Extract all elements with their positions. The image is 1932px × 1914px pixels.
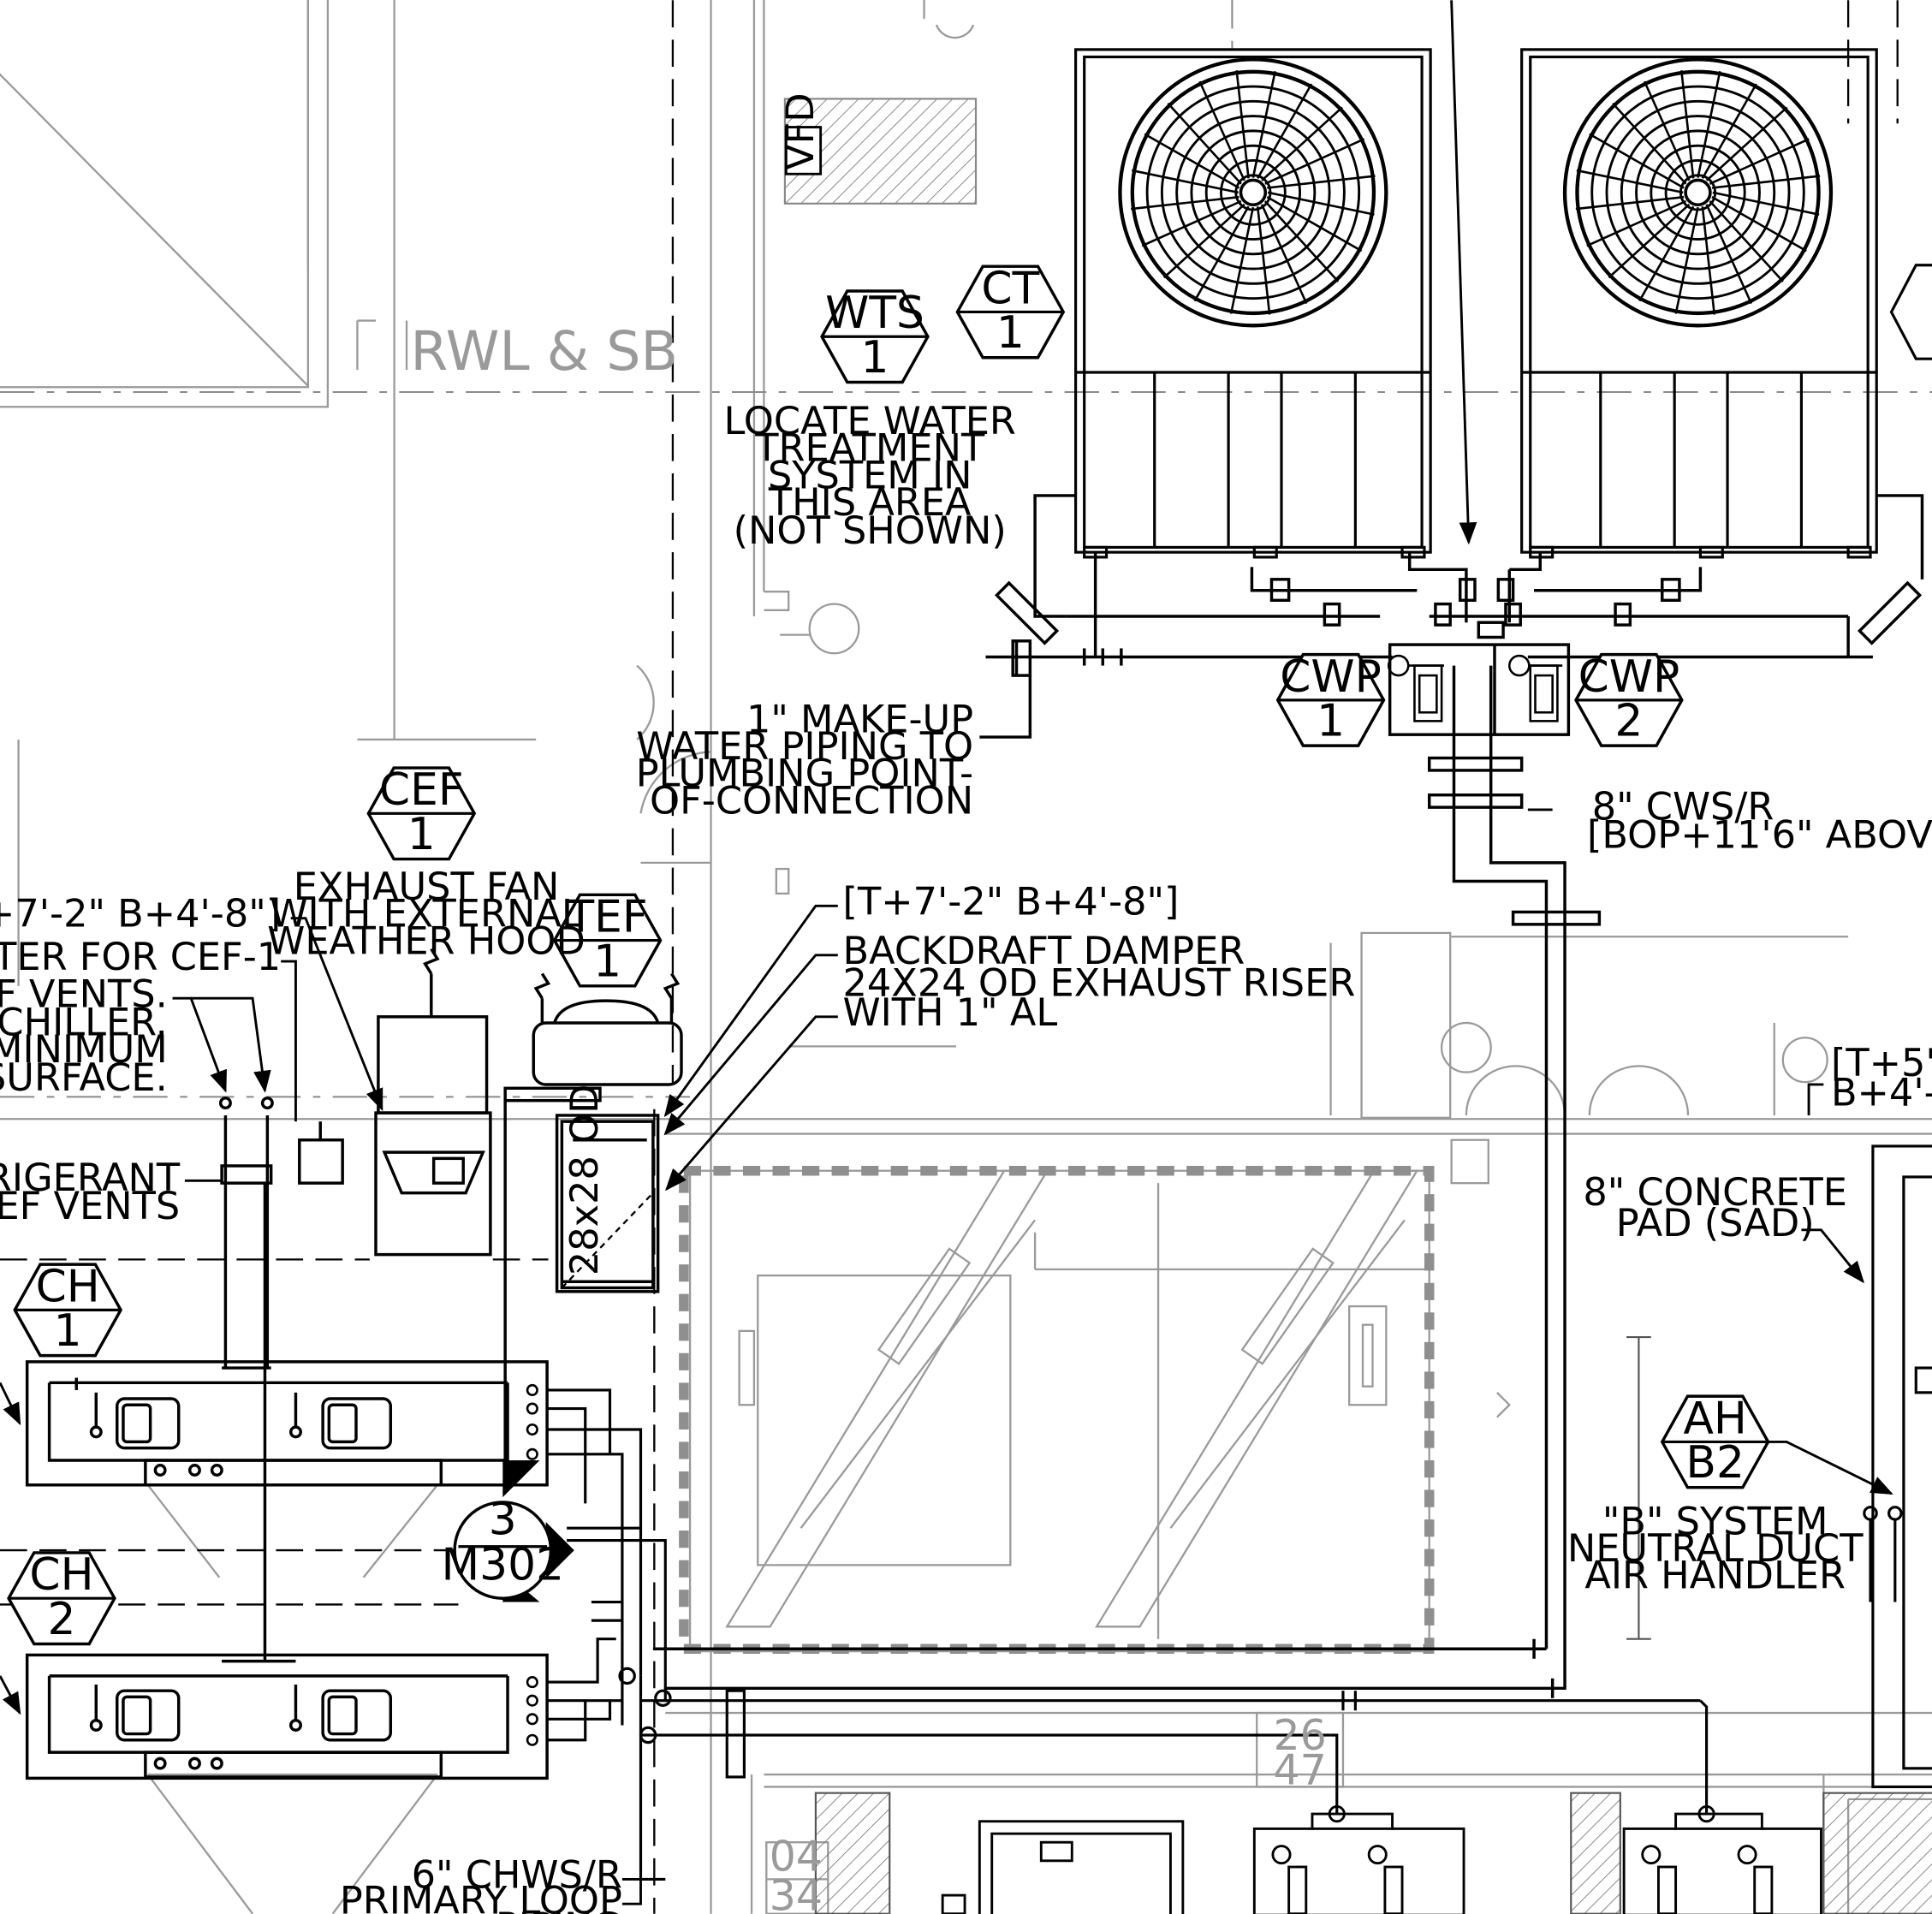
note-b-system-1: "B" SYSTEM	[1602, 1499, 1828, 1543]
note-water-treatment-3: SYSTEM IN	[768, 453, 972, 497]
room-number-47: 47	[1273, 1746, 1326, 1795]
note-backdraft: BACKDRAFT DAMPER	[843, 929, 1245, 973]
leader-lines	[0, 0, 1893, 1905]
section-sheet: M302	[441, 1540, 564, 1591]
equipment-tags: WTS 1 CT 1 CWP 1 CWP 2 CEF 1 TEF 1 CH 1 …	[7, 263, 1770, 1646]
tag-tef-1: TEF 1	[552, 891, 663, 988]
note-chws-1: 6" CHWS/R	[412, 1852, 622, 1897]
tag-cwp-1-top: CWP	[1280, 651, 1382, 703]
note-relief-3: E AT MINIMUM	[0, 1027, 168, 1072]
note-makeup-2: WATER PIPING TO	[636, 724, 973, 769]
tag-tef-1-top: TEF	[567, 891, 648, 942]
note-chws-3: PIPING	[496, 1905, 622, 1914]
note-elev-right-1: [T+5'-8	[1831, 1041, 1932, 1085]
chiller-1	[25, 1115, 549, 1487]
note-b-system-3: AIR HANDLER	[1584, 1554, 1846, 1598]
section-marker: 3 M302	[441, 1460, 574, 1602]
note-elev-right-2: B+4'-2'	[1831, 1070, 1932, 1115]
tag-ch-1-bottom: 1	[54, 1305, 82, 1357]
note-duct-size: 28x28 OD	[562, 1085, 607, 1276]
tag-wts-1: WTS 1	[820, 288, 930, 384]
tag-tef-1-bottom: 1	[593, 936, 621, 987]
pump-icon	[1507, 654, 1563, 722]
tag-ct-1: CT 1	[955, 263, 1066, 360]
cooling-tower-2	[1520, 48, 1878, 559]
vfd-symbol: VFD	[778, 92, 823, 175]
note-refrigerant-2: RELIEF VENTS	[0, 1184, 180, 1228]
tag-ch-2-bottom: 2	[47, 1594, 75, 1645]
tag-ch-2-top: CH	[29, 1549, 93, 1601]
cooling-tower-1	[1074, 48, 1432, 559]
tag-partial-edge	[1889, 264, 1932, 360]
note-pad-1: 8" CONCRETE	[1583, 1170, 1846, 1215]
tag-ch-1-top: CH	[36, 1261, 100, 1312]
room-number-04: 04	[770, 1832, 823, 1881]
note-water-treatment-4: THIS AREA	[768, 480, 972, 525]
note-makeup-3: PLUMBING POINT-	[636, 752, 973, 796]
gridlines	[0, 0, 1932, 1098]
fan-grille-icon	[1562, 57, 1834, 328]
note-water-treatment-1: LOCATE WATER	[724, 399, 1016, 443]
pump-icon	[1387, 654, 1444, 722]
tag-cwp-1-bottom: 1	[1317, 696, 1345, 747]
chilled-water-piping	[547, 1388, 1709, 1881]
section-number: 3	[489, 1494, 517, 1545]
note-water-treatment-5: (NOT SHOWN)	[734, 508, 1007, 553]
tag-wts-1-bottom: 1	[860, 332, 889, 383]
fan-grille-icon	[1118, 57, 1388, 328]
dimension-line	[1626, 1335, 1651, 1640]
pump-icons	[1387, 654, 1563, 722]
note-relief-4: OOF SURFACE.	[0, 1055, 168, 1100]
tag-cef-1: CEF 1	[366, 764, 477, 861]
note-riser-2: WITH 1" AL	[843, 990, 1058, 1035]
ahu-curb	[679, 1165, 1435, 1654]
note-cws-r-1: 8" CWS/R	[1592, 785, 1774, 829]
note-starter-elev: [T+7'-2" B+4'-8"]	[0, 892, 281, 936]
note-relief-1: RELIEF VENTS.	[0, 972, 168, 1016]
tag-cwp-2-bottom: 2	[1614, 696, 1643, 747]
exhaust-fan-cef-1	[218, 948, 492, 1257]
note-chws-2: PRIMARY LOOP	[340, 1879, 622, 1914]
note-exhaust-fan-2: WITH EXTERNAL	[270, 892, 583, 936]
note-makeup-4: OF-CONNECTION	[650, 778, 973, 823]
note-riser-1: 24X24 OD EXHAUST RISER	[843, 960, 1356, 1005]
exhaust-fan-tef-1	[503, 972, 683, 1467]
notes: RWL & SB LOCATE WATER TREATMENT SYSTEM I…	[0, 319, 1932, 1914]
tag-ah-b2-top: AH	[1683, 1393, 1746, 1444]
room-number-34: 34	[770, 1871, 823, 1914]
tag-ct-1-bottom: 1	[996, 307, 1025, 359]
note-damper-elev: [T+7'-2" B+4'-8"]	[843, 879, 1180, 924]
tag-cwp-1: CWP 1	[1275, 651, 1386, 747]
note-water-treatment-2: TREATMENT	[754, 426, 985, 471]
note-exhaust-fan-3: WEATHER HOOD	[267, 918, 586, 963]
tag-ch-2: CH 2	[7, 1549, 116, 1646]
note-relief-2: PER CHILLER.	[0, 1000, 168, 1044]
tag-wts-1-top: WTS	[825, 288, 924, 339]
vfd-label: VFD	[778, 92, 823, 170]
tag-ch-1: CH 1	[13, 1261, 123, 1358]
valve-glyphs	[526, 1383, 538, 1746]
tag-cwp-2-top: CWP	[1578, 651, 1680, 703]
note-refrigerant-1: " REFRIGERANT	[0, 1156, 181, 1200]
tag-cef-1-bottom: 1	[407, 809, 436, 860]
air-handler-b2	[1863, 1144, 1932, 1789]
tag-ah-b2: AH B2	[1660, 1393, 1770, 1489]
note-starter: STARTER FOR CEF-1	[0, 935, 281, 979]
note-makeup-1: 1" MAKE-UP	[746, 697, 973, 741]
room-number-26: 26	[1273, 1711, 1326, 1760]
note-b-system-2: NEUTRAL DUCT	[1567, 1526, 1864, 1571]
lower-pump-groups	[941, 1805, 1822, 1914]
tag-cef-1-top: CEF	[379, 764, 464, 816]
rwl-label: RWL & SB	[410, 319, 678, 383]
note-pad-2: PAD (SAD)	[1616, 1201, 1815, 1245]
tag-cwp-2: CWP 2	[1574, 651, 1684, 747]
note-exhaust-fan-1: EXHAUST FAN	[294, 865, 560, 909]
tag-ct-1-top: CT	[981, 263, 1039, 314]
chiller-2	[25, 1183, 549, 1780]
tag-ah-b2-bottom: B2	[1685, 1437, 1745, 1489]
